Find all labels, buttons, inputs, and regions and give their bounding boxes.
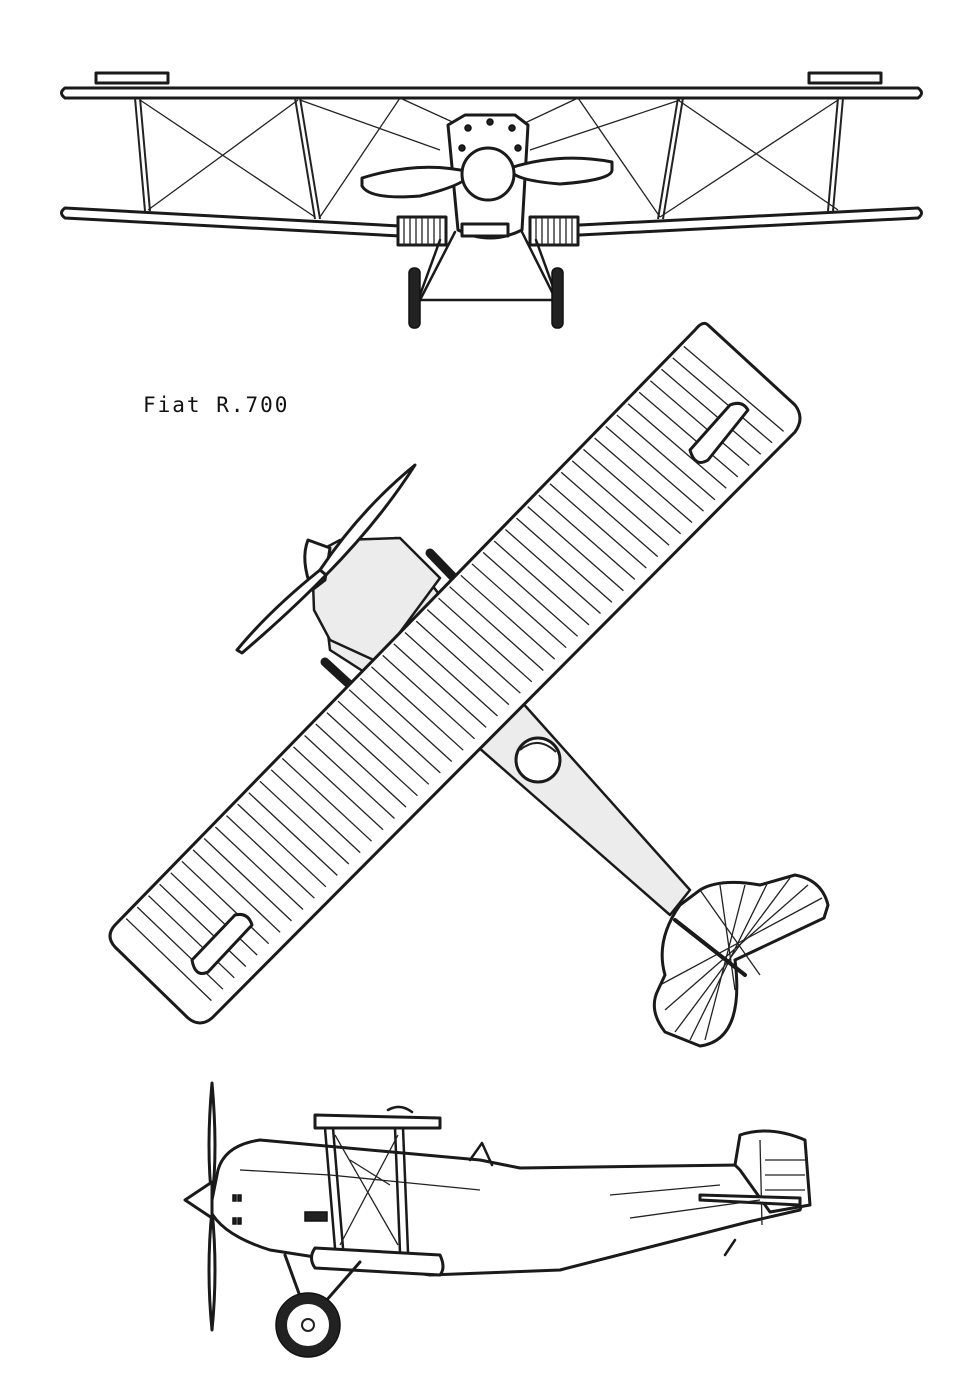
right-aileron-plan [688,401,750,464]
fuselage-side [208,1138,807,1277]
wing-rib [304,735,395,819]
exhaust-side [232,1194,328,1225]
wing-rib [337,700,430,785]
wing-rib [426,609,521,694]
upper-wing-plan [108,321,802,1025]
wing-rib [594,437,693,523]
lower-wing-right-front [558,206,923,238]
wing-rib [504,529,601,614]
side-view [183,1081,812,1358]
wing-rib [226,815,315,899]
propeller-spinner-front [460,146,516,202]
wing-rib [348,689,441,774]
upper-wing-side [313,1113,442,1130]
lower-wing-side [310,1246,445,1277]
wing-rib [393,643,487,728]
windscreen-side [468,1141,494,1167]
interplane-struts-side [323,1126,410,1254]
wing-rib [359,677,453,762]
wing-rib [616,414,716,501]
wing-rib [270,769,361,854]
wing-rib [326,712,418,797]
tail-ribs [659,877,823,1041]
drawing-title: Fiat R.700 [143,393,290,417]
wing-rib [192,849,281,933]
right-aileron-balance [807,71,883,85]
wing-rib [605,426,704,512]
front-view [60,71,923,329]
wing-rib [136,906,224,990]
fin-rudder-side [733,1129,812,1214]
wing-rib [382,654,476,740]
wing-ribs [125,345,785,1002]
left-aileron-balance [94,71,170,85]
lower-wing-left-front [60,206,402,238]
landing-gear-front [418,230,558,302]
right-wheel-front [551,267,564,329]
wing-rib [516,517,613,603]
wing-rib [527,506,624,592]
wing-rib [549,483,647,569]
wing-rib [661,368,762,455]
cabane-bracing-side [334,1134,399,1246]
wing-rib [214,826,304,910]
wing-rib [683,345,785,432]
propeller-side-lower [207,1208,217,1332]
interplane-struts [134,97,844,220]
nose-grille [460,222,510,238]
wing-rib [203,838,292,922]
wing-rib [281,757,373,842]
plan-view [108,321,830,1048]
propeller-plan-lower [235,568,328,655]
tailplane-side [698,1193,802,1207]
wing-rib [583,448,682,535]
wing-rib [371,666,464,751]
upper-wing-front [60,86,923,100]
wing-rib [571,460,670,546]
wing-rib [460,574,556,660]
left-aileron-plan [190,913,254,975]
wing-rib [159,883,247,967]
wing-rib [627,403,727,489]
wing-rib [649,380,750,466]
wing-rib [672,357,773,444]
wing-rib [449,586,544,671]
cockpit-opening-plan [514,736,562,784]
bracing-wires [139,97,839,218]
wing-rib [404,632,498,717]
wing-rib [148,895,235,979]
wing-rib [482,551,579,637]
wing-rib [248,792,338,876]
wing-rib [237,803,327,888]
wing-rib [415,620,510,706]
engine-bolts [458,118,522,152]
rudder-plan [673,918,747,977]
wing-rib [471,563,567,649]
propeller-blade-right [508,156,614,186]
wing-rib [170,872,258,956]
wing-rib [259,780,350,865]
left-wheel-front [408,267,421,329]
wing-rib [438,597,533,683]
wing-rib [315,723,407,808]
wing-rib [293,746,384,831]
wing-rib [560,471,659,558]
wing-rib [538,494,636,580]
spinner-side [183,1180,214,1220]
exhaust-lower [320,657,355,690]
wing-rib [638,391,739,478]
tail-skid [723,1238,737,1257]
rudder-lines [759,1139,805,1226]
wing-rib [125,918,212,1002]
wing-rib [493,540,590,626]
wing-rib [181,860,270,945]
